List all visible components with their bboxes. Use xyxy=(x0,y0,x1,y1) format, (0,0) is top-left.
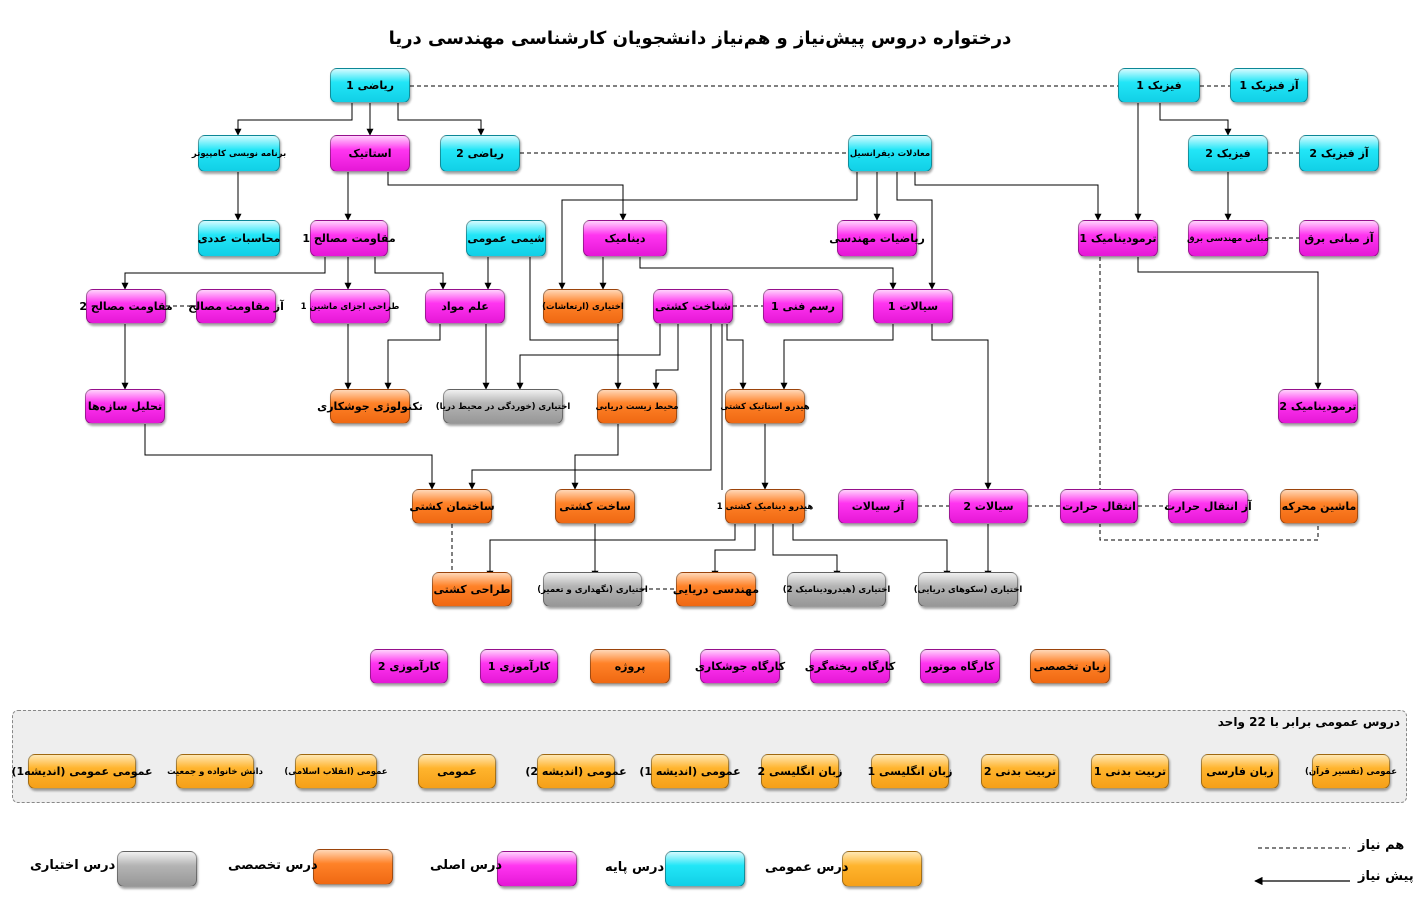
workshop-item[interactable]: کارگاه جوشکاری xyxy=(695,649,785,684)
course-drawing1[interactable]: رسم فنی 1 xyxy=(763,289,843,324)
general-course[interactable]: تربیت بدنی 2 xyxy=(981,754,1059,789)
course-strength1[interactable]: مقاومت مصالح 1 xyxy=(302,220,396,257)
general-course[interactable]: عمومی (اندیشه 1) xyxy=(639,754,741,789)
legend-general-label: درس عمومی xyxy=(765,860,849,875)
legend-corequisite-label: هم نیاز xyxy=(1358,838,1405,853)
course-physics1-lab[interactable]: آز فیزیک 1 xyxy=(1230,68,1308,103)
course-statics[interactable]: استاتیک xyxy=(330,135,410,172)
course-fluids-lab[interactable]: آز سیالات xyxy=(838,489,918,524)
course-ship-structure[interactable]: ساختمان کشتی xyxy=(409,489,495,524)
workshop-item[interactable]: پروژه xyxy=(590,649,670,684)
general-course[interactable]: عمومی xyxy=(418,754,496,789)
course-engines[interactable]: ماشین محرکه xyxy=(1280,489,1358,524)
course-thermo2[interactable]: ترمودینامیک 2 xyxy=(1278,389,1358,424)
course-physics2-lab[interactable]: آز فیزیک 2 xyxy=(1299,135,1379,172)
course-welding-tech[interactable]: تکنولوژی جوشکاری xyxy=(317,389,423,424)
workshop-item[interactable]: کارآموزی 1 xyxy=(480,649,558,684)
course-vibration-elective[interactable]: اختیاری (ارتعاشات) xyxy=(542,289,624,324)
course-maintenance-elective[interactable]: اختیاری (نگهداری و تعمیر) xyxy=(537,572,648,607)
legend-general-swatch xyxy=(842,851,922,887)
course-ship-knowledge[interactable]: شناخت کشتی xyxy=(653,289,733,324)
course-machine-design[interactable]: طراحی اجزای ماشین 1 xyxy=(301,289,399,324)
course-hydrostatics[interactable]: هیدرو استاتیک کشتی xyxy=(720,389,810,424)
course-hydrodynamics2-elective[interactable]: اختیاری (هیدرودینامیک 2) xyxy=(783,572,890,607)
course-materials[interactable]: علم مواد xyxy=(425,289,505,324)
workshop-item[interactable]: کارگاه موتور xyxy=(920,649,1000,684)
course-physics1[interactable]: فیزیک 1 xyxy=(1118,68,1200,103)
general-course[interactable]: زبان انگلیسی 2 xyxy=(758,754,842,789)
course-marine-env[interactable]: محیط زیست دریایی xyxy=(595,389,679,424)
general-course[interactable]: دانش خانواده و جمعیت xyxy=(167,754,263,789)
course-diff-eq[interactable]: معادلات دیفرانسیل xyxy=(848,135,932,172)
course-physics2[interactable]: فیزیک 2 xyxy=(1188,135,1268,172)
course-programming[interactable]: برنامه نویسی کامپیوتر xyxy=(192,135,286,172)
course-gen-chem[interactable]: شیمی عمومی xyxy=(466,220,546,257)
legend-main-label: درس اصلی xyxy=(430,858,503,873)
course-corrosion-elective[interactable]: اختیاری (خوردگی در محیط دریا) xyxy=(436,389,570,424)
legend-specialized-label: درس تخصصی xyxy=(228,858,318,873)
course-heat-transfer[interactable]: انتقال حرارت xyxy=(1060,489,1138,524)
course-math1[interactable]: ریاضی 1 xyxy=(330,68,410,103)
workshop-item[interactable]: زبان تخصصی xyxy=(1030,649,1110,684)
course-math2[interactable]: ریاضی 2 xyxy=(440,135,520,172)
course-shipbuilding[interactable]: ساخت کشتی xyxy=(555,489,635,524)
general-course[interactable]: زبان انگلیسی 1 xyxy=(868,754,952,789)
workshop-item[interactable]: کارگاه ریخته‌گری xyxy=(805,649,895,684)
course-dynamics[interactable]: دینامیک xyxy=(583,220,667,257)
course-hydrodynamics1[interactable]: هیدرو دینامیک کشتی 1 xyxy=(717,489,813,524)
course-thermo1[interactable]: ترمودینامیک 1 xyxy=(1078,220,1158,257)
legend-base-label: درس پایه xyxy=(605,860,665,875)
course-strength2[interactable]: مقاومت مصالح 2 xyxy=(79,289,173,324)
course-numerical[interactable]: محاسبات عددی xyxy=(198,220,280,257)
legend-specialized-swatch xyxy=(313,849,393,885)
course-ship-design[interactable]: طراحی کشتی xyxy=(432,572,512,607)
course-elec-eng[interactable]: مبانی مهندسی برق xyxy=(1187,220,1269,257)
legend-main-swatch xyxy=(497,851,577,887)
general-course[interactable]: عمومی عمومی (اندیشه1) xyxy=(11,754,153,789)
general-course[interactable]: زبان فارسی xyxy=(1201,754,1279,789)
course-marine-eng[interactable]: مهندسی دریایی xyxy=(673,572,759,607)
course-elec-lab[interactable]: آز مبانی برق xyxy=(1299,220,1379,257)
general-course[interactable]: عمومی (تفسیر قرآن) xyxy=(1305,754,1397,789)
legend-prerequisite-label: پیش نیاز xyxy=(1358,869,1414,884)
course-structure-analysis[interactable]: تحلیل سازه‌ها xyxy=(85,389,165,424)
general-course[interactable]: تربیت بدنی 1 xyxy=(1091,754,1169,789)
course-strength-lab[interactable]: آز مقاومت مصالح xyxy=(188,289,284,324)
legend-elective-label: درس اختیاری xyxy=(30,858,116,873)
course-fluids1[interactable]: سیالات 1 xyxy=(873,289,953,324)
legend-base-swatch xyxy=(665,851,745,887)
course-fluids2[interactable]: سیالات 2 xyxy=(949,489,1028,524)
page-title: درختواره دروس پیش‌نیاز و هم‌نیاز دانشجوی… xyxy=(388,28,1012,49)
general-course[interactable]: عمومی (انقلاب اسلامی) xyxy=(284,754,388,789)
legend-elective-swatch xyxy=(117,851,197,887)
course-eng-math[interactable]: ریاضیات مهندسی xyxy=(829,220,925,257)
workshop-item[interactable]: کارآموزی 2 xyxy=(370,649,448,684)
general-courses-header: دروس عمومی برابر با 22 واحد xyxy=(1217,715,1400,729)
general-course[interactable]: عمومی (اندیشه 2) xyxy=(525,754,627,789)
course-offshore-elective[interactable]: اختیاری (سکوهای دریایی) xyxy=(914,572,1022,607)
course-heat-lab[interactable]: آز انتقال حرارت xyxy=(1164,489,1252,524)
